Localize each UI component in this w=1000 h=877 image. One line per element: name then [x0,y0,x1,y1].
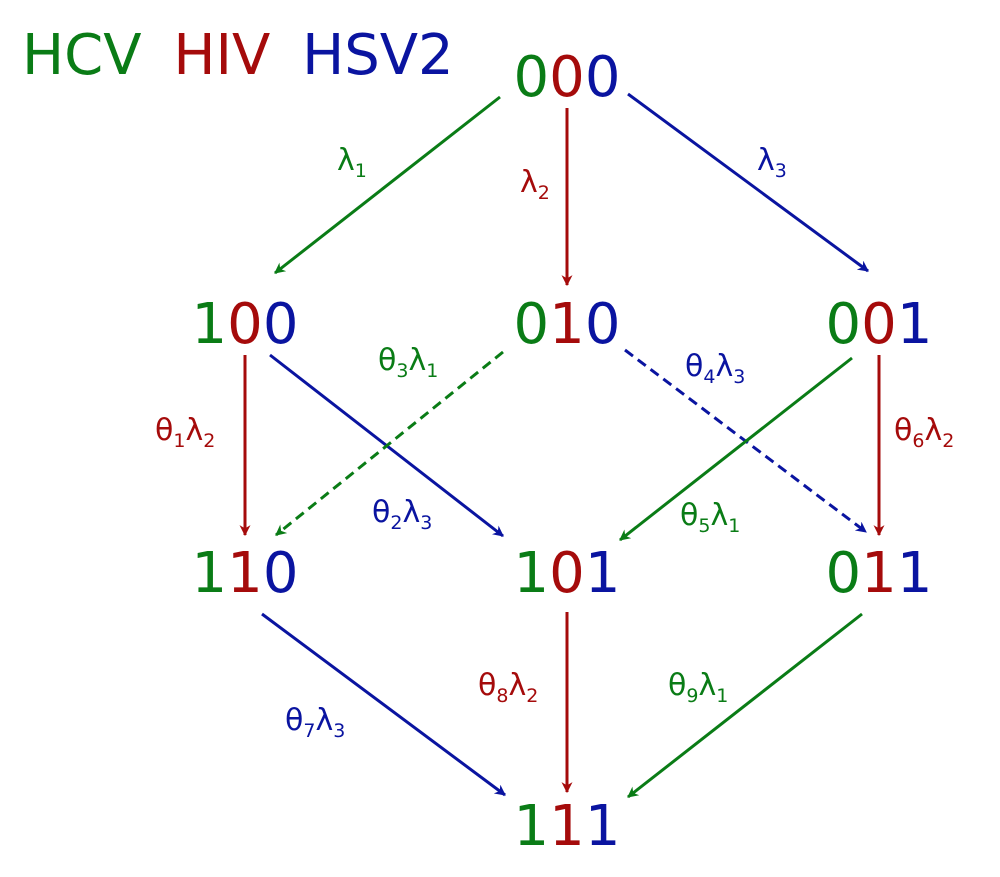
legend-hiv: HIV [173,23,270,88]
edge-001-011: θ6λ2 [873,355,954,537]
state-node-101: 101 [514,541,621,606]
nodes: 000 100 010 001 110 101 011 111 [192,45,933,859]
edge-label-110-111: θ7λ3 [285,703,345,742]
state-node-001: 001 [826,292,933,357]
legend-entry-hcv: HCV HIV HSV2 [22,23,454,88]
edges: λ1 λ2 λ3 θ1λ2 θ2λ3 [155,92,954,799]
edge-000-010: λ2 [520,108,573,287]
edge-000-001: λ3 [627,92,869,273]
state-node-100: 100 [192,292,299,357]
state-node-110: 110 [192,541,299,606]
state-node-010: 010 [514,292,621,357]
edge-label-100-101: θ2λ3 [372,495,432,534]
edge-001-101: θ5λ1 [619,356,853,542]
edge-011-111: θ9λ1 [627,612,863,799]
state-node-111: 111 [514,794,621,859]
legend-hcv: HCV [22,23,142,88]
edge-010-110: θ3λ1 [275,343,504,537]
edge-label-001-011: θ6λ2 [894,413,954,452]
edge-label-010-011: θ4λ3 [685,349,745,388]
edge-label-000-010: λ2 [520,165,550,204]
edge-110-111: θ7λ3 [261,612,506,797]
legend-hsv2: HSV2 [302,23,454,88]
edge-label-000-100: λ1 [337,143,367,182]
edge-000-100: λ1 [274,95,501,275]
edge-label-011-111: θ9λ1 [668,668,728,707]
state-node-011: 011 [826,541,933,606]
edge-label-001-101: θ5λ1 [680,498,740,537]
state-node-000: 000 [514,45,621,110]
edge-label-010-110: θ3λ1 [378,343,438,382]
legend: HCV HIV HSV2 [22,23,454,88]
edge-100-110: θ1λ2 [155,355,251,537]
edge-101-111: θ8λ2 [478,612,573,794]
edge-label-000-001: λ3 [757,143,787,182]
edge-label-101-111: θ8λ2 [478,668,538,707]
edge-label-100-110: θ1λ2 [155,413,215,452]
